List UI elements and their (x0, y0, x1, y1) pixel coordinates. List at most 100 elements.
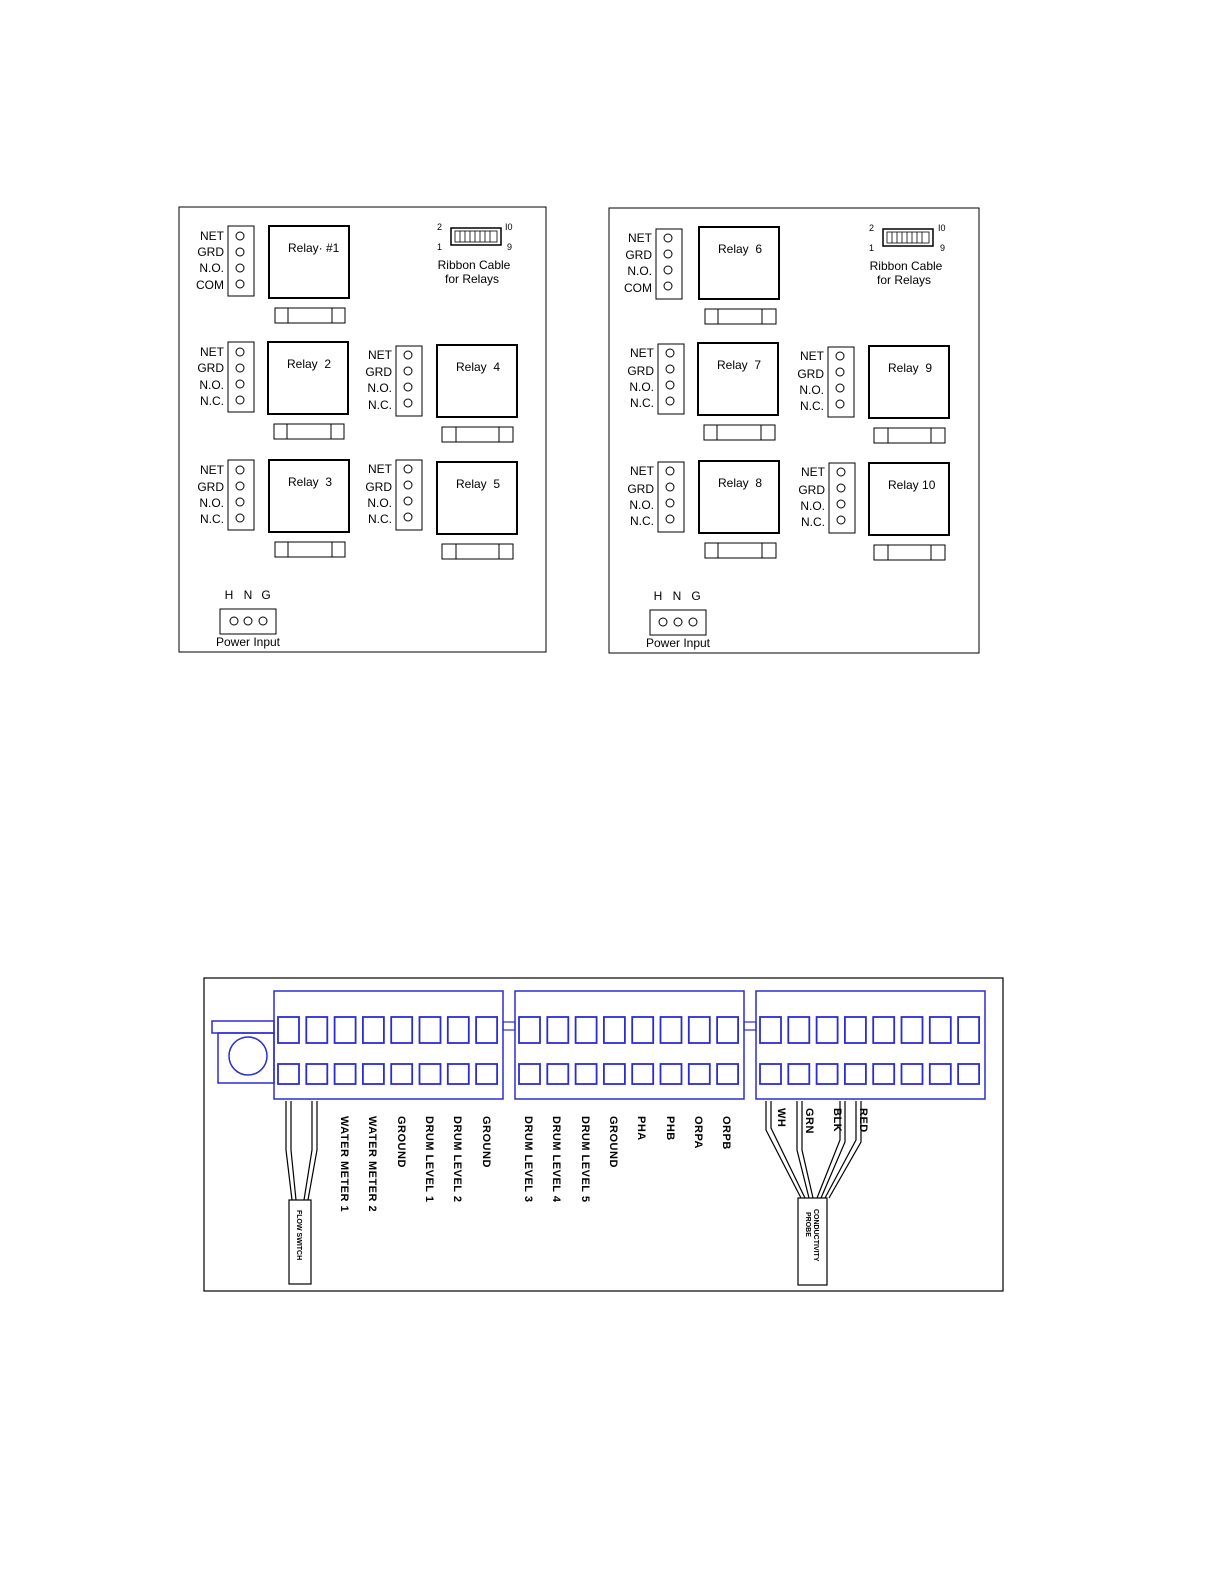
board-outline (608, 207, 980, 654)
terminal-cell (787, 1016, 811, 1044)
relay-body (267, 341, 349, 415)
probe-wire-label: WH (775, 1108, 787, 1127)
pin-label: COM (624, 281, 652, 295)
pin-label: N.O. (800, 499, 825, 513)
fuse-holder (274, 307, 346, 324)
terminal-cell (546, 1016, 570, 1044)
pin-label: NET (630, 346, 655, 360)
ribbon-connector: 2 I0 1 9 Ribbon Cable for Relays (869, 223, 946, 287)
terminal-block-1 (273, 990, 504, 1100)
pin-header (227, 341, 255, 413)
probe-label: CONDUCTIVITY (812, 1209, 819, 1262)
relay-7: NET GRD N.O. N.C. Relay 7 (627, 342, 779, 441)
ribbon-pin-label: 1 (869, 243, 874, 253)
pin-label: N.C. (630, 396, 654, 410)
relay-board-2: NET GRD N.O. COM Relay 6 NET GRD N.O. N.… (608, 207, 980, 654)
terminal-label: ORPA (692, 1116, 704, 1149)
pin-label: GRD (625, 248, 652, 262)
power-input: H N G Power Input (646, 589, 711, 650)
probe-label: PROBE (804, 1212, 811, 1237)
pin-label: NET (628, 231, 653, 245)
terminal-label: DRUM LEVEL 2 (451, 1116, 463, 1202)
fuse-holder (704, 542, 777, 559)
relay-label: Relay 2 (287, 357, 331, 371)
terminal-cell (872, 1016, 896, 1044)
terminal-cell (305, 1016, 329, 1044)
terminal-cell (759, 1063, 782, 1085)
pin-label: GRD (197, 480, 224, 494)
ribbon-pin-label: 1 (437, 242, 442, 252)
relay-label: Relay 7 (717, 358, 761, 372)
terminal-block-3 (755, 990, 986, 1100)
enclosure-outline (203, 977, 1004, 1292)
relay-5: NET GRD N.O. N.C. Relay 5 (365, 459, 518, 560)
fuse-holder (273, 423, 345, 440)
terminal-cell (900, 1063, 924, 1085)
pin-label: N.O. (627, 264, 652, 278)
terminal-label: PHA (635, 1116, 647, 1141)
pin-label: GRD (627, 364, 654, 378)
pin-label: NET (368, 462, 393, 476)
pin-header (657, 461, 685, 533)
pin-header (227, 225, 255, 297)
relay-1: NET GRD N.O. COM Relay· #1 (196, 225, 350, 324)
relay-4: NET GRD N.O. N.C. Relay 4 (365, 344, 518, 443)
relay-body (436, 344, 518, 418)
terminal-cell (333, 1016, 357, 1044)
terminal-cell (815, 1016, 839, 1044)
terminal-cell (928, 1063, 952, 1085)
terminal-cell (957, 1063, 980, 1085)
terminal-cell (872, 1063, 896, 1085)
relay-8: NET GRD N.O. N.C. Relay 8 (627, 460, 780, 559)
terminal-cell (716, 1016, 739, 1044)
pin-label: NET (200, 229, 225, 243)
fuse-holder (873, 544, 946, 561)
terminal-cell (277, 1063, 300, 1085)
pin-label: NET (200, 463, 225, 477)
ribbon-pin-label: 2 (437, 222, 442, 232)
terminal-cell (603, 1016, 626, 1044)
power-pin-label: H (225, 588, 234, 602)
ribbon-pin-label: 9 (940, 243, 945, 253)
ribbon-pin-label: 9 (507, 242, 512, 252)
fuse-holder (703, 424, 776, 441)
power-pin-label: N (673, 589, 682, 603)
pin-label: GRD (798, 483, 825, 497)
pin-label: GRD (797, 367, 824, 381)
mount-hole-icon (228, 1036, 268, 1076)
relay-label: Relay 10 (888, 478, 936, 492)
pin-header (827, 346, 855, 418)
ribbon-label: Ribbon Cable (438, 258, 511, 272)
ribbon-pin-label: I0 (505, 222, 513, 232)
terminal-cell (446, 1016, 470, 1044)
pin-header (395, 345, 423, 417)
terminal-cell (518, 1016, 541, 1044)
pin-label: N.O. (629, 498, 654, 512)
board-outline (178, 206, 547, 653)
terminal-cell (759, 1016, 782, 1044)
pin-header (657, 343, 685, 415)
terminal-label: WATER METER 2 (366, 1116, 378, 1212)
flow-switch-label: FLOW SWITCH (295, 1210, 302, 1260)
pin-label: GRD (365, 480, 392, 494)
pin-label: N.C. (801, 515, 825, 529)
terminal-cell (957, 1016, 980, 1044)
power-pin-label: H (654, 589, 663, 603)
fuse-holder (274, 541, 346, 558)
ribbon-label: for Relays (445, 272, 499, 286)
relay-label: Relay· #1 (288, 241, 340, 255)
pin-header (395, 459, 423, 531)
probe-wire-label: BLK (831, 1108, 843, 1132)
relay-6: NET GRD N.O. COM Relay 6 (624, 226, 780, 325)
power-pin-label: G (691, 589, 700, 603)
pin-label: N.C. (368, 398, 392, 412)
pin-label: N.O. (199, 378, 224, 392)
pin-label: NET (801, 465, 826, 479)
pin-label: N.C. (630, 514, 654, 528)
ribbon-label: Ribbon Cable (870, 259, 943, 273)
terminal-cell (716, 1063, 739, 1085)
terminal-cell (603, 1063, 626, 1085)
terminal-cell (546, 1063, 570, 1085)
